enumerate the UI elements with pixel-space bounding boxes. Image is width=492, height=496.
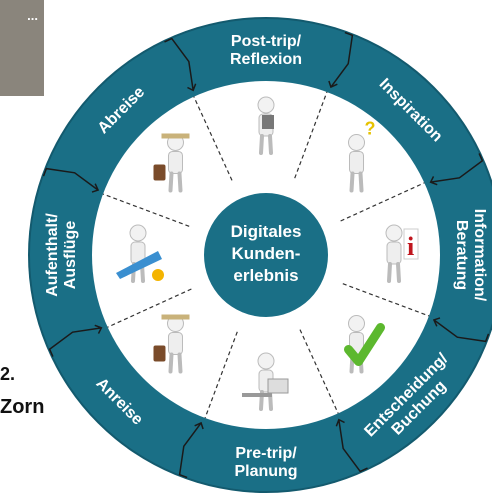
svg-text:i: i: [407, 232, 414, 261]
sector-divider: [294, 91, 328, 179]
phase-label-line: Planung: [234, 463, 297, 480]
phase-label: Aufenthalt/Ausflüge: [44, 213, 79, 297]
figure-traveler-suitcase-icon: [153, 314, 190, 374]
sector-divider: [299, 329, 339, 414]
corner-box-text: ...: [27, 8, 38, 23]
phase-icons: ?i: [116, 96, 419, 411]
phase-label-line: Post-trip/: [231, 33, 302, 50]
sector-divider: [193, 96, 233, 181]
phase-label: Information/Beratung: [453, 209, 488, 302]
phase-label-line: Reflexion: [230, 51, 302, 68]
cycle-arrow: [328, 31, 354, 89]
sector-divider: [342, 283, 430, 317]
phase-label-line: Beratung: [453, 220, 470, 290]
figure-question-mark-icon: ?: [348, 118, 376, 193]
ring-arrows: [42, 31, 490, 479]
center-text-line-3: erlebnis: [233, 266, 298, 285]
cycle-arrow: [42, 167, 100, 193]
sector-divider: [204, 331, 238, 419]
phase-label-line: Pre-trip/: [235, 445, 297, 462]
figure-beach-chair-icon: [116, 224, 164, 283]
sector-divider: [102, 193, 190, 227]
edge-text-fragment-1: 2.: [0, 364, 16, 384]
center-hub: Digitales Kunden- erlebnis: [204, 193, 328, 317]
center-circle: [204, 193, 328, 317]
figure-reading-tablet-icon: [257, 96, 275, 155]
svg-text:?: ?: [365, 118, 376, 138]
corner-box: ...: [0, 0, 44, 96]
sector-divider: [340, 182, 425, 222]
cycle-arrow: [178, 421, 204, 479]
cycle-arrow: [429, 153, 484, 186]
phase-label-line: Information/: [471, 209, 488, 302]
figure-checkmark-icon: [344, 315, 386, 374]
phase-label: Post-trip/Reflexion: [230, 33, 302, 68]
sector-divider: [107, 288, 192, 328]
phase-label-line: Aufenthalt/: [44, 213, 61, 297]
phase-label: Pre-trip/Planung: [234, 445, 297, 480]
center-text-line-2: Kunden-: [232, 244, 301, 263]
figure-laptop-icon: [242, 352, 289, 411]
cycle-arrow: [48, 324, 103, 357]
edge-text-fragment-2: Zorn: [0, 396, 45, 418]
figure-traveler-suitcase-icon: [153, 133, 190, 193]
center-text-line-1: Digitales: [231, 222, 302, 241]
phase-label-line: Ausflüge: [62, 221, 79, 290]
cycle-arrow: [335, 418, 368, 473]
cycle-arrow: [432, 317, 490, 343]
figure-info-sign-icon: i: [385, 224, 419, 283]
cycle-arrow: [164, 37, 197, 92]
